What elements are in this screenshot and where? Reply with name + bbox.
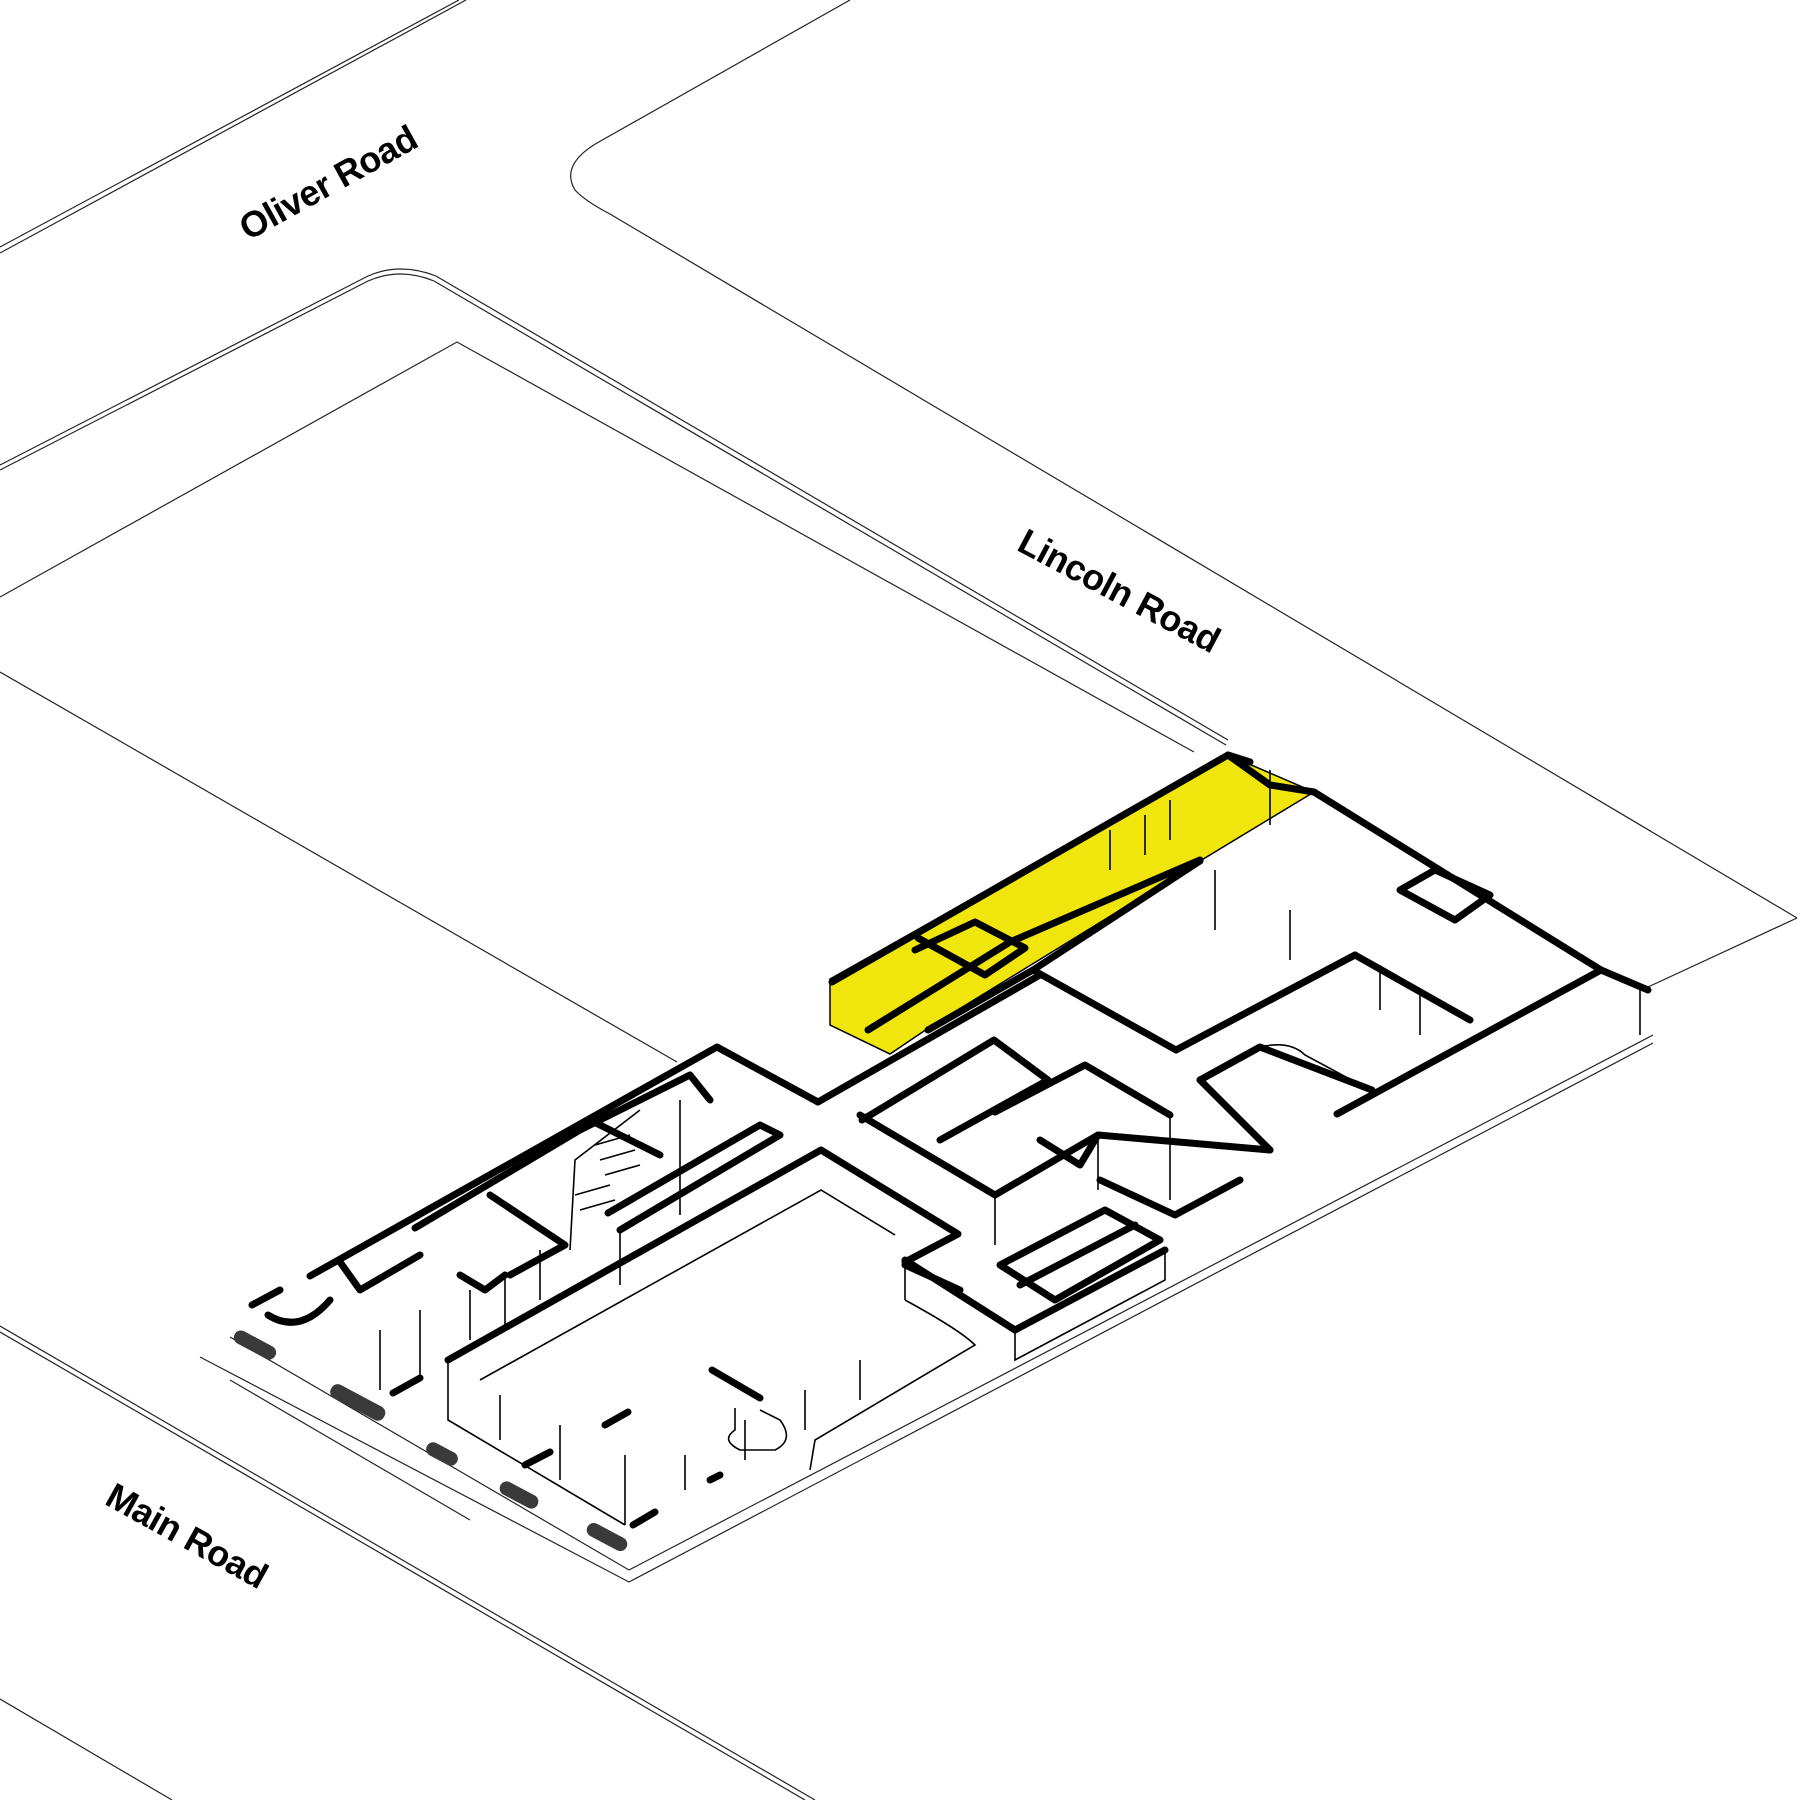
bench: [330, 1384, 386, 1421]
sidewalk-line: [229, 1379, 471, 1521]
street-benches: [233, 1330, 659, 1552]
oliver-road-edge: [0, 0, 467, 254]
site-block-boundary: [0, 268, 1229, 746]
bench: [586, 1522, 628, 1552]
parcel-line: [0, 671, 678, 1063]
site-edge: [229, 1034, 1654, 1571]
left-wing-walls: [248, 1043, 822, 1390]
middle-rooms-walls: [814, 971, 1274, 1362]
bench: [499, 1481, 539, 1509]
courtyard-block: [444, 1146, 977, 1526]
bench: [233, 1330, 277, 1360]
site-edge: [199, 1042, 1654, 1583]
upper-block-outline: [570, 0, 1798, 988]
bench: [426, 1442, 458, 1466]
parcel-line: [0, 341, 1195, 753]
highlighted-unit-walls: [828, 751, 1318, 1034]
main-road-edge: [0, 1325, 816, 1800]
right-wing-walls: [924, 788, 1652, 1154]
